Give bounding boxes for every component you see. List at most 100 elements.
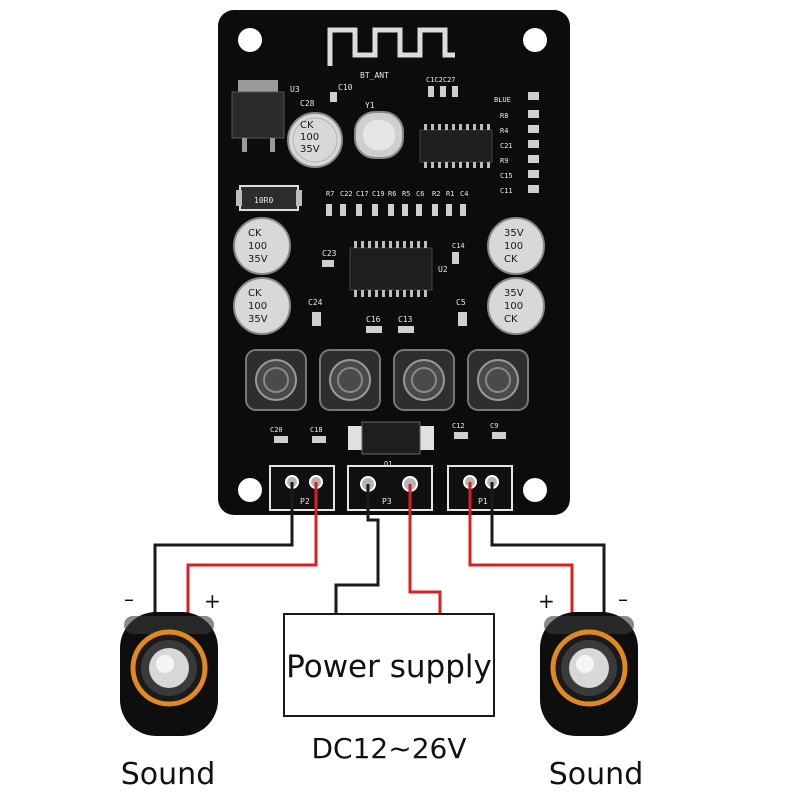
electrolytic-capacitor-left-bottom: CK 100 35V: [233, 277, 291, 335]
c16-label: C16: [366, 315, 381, 324]
speaker-left: [120, 612, 218, 736]
u2-label: U2: [438, 265, 448, 274]
svg-text:CK: CK: [248, 288, 262, 299]
top-smd-caps: [428, 86, 458, 97]
svg-text:C17: C17: [356, 190, 369, 198]
electrolytic-capacitor-right-top: 35V 100 CK: [487, 217, 545, 275]
amplifier-chip-u2: C23 U2 C14: [322, 241, 465, 297]
smd-cap: [458, 312, 467, 326]
svg-text:35V: 35V: [504, 288, 524, 299]
svg-text:35V: 35V: [248, 254, 268, 265]
inductor-1: [245, 349, 307, 411]
svg-text:100: 100: [248, 241, 267, 252]
bluetooth-chip: [419, 124, 493, 168]
smd-cap: [454, 432, 468, 439]
electrolytic-capacitor-small: CK 100 35V: [287, 112, 343, 168]
svg-text:35V: 35V: [248, 314, 268, 325]
left-speaker-label: Sound: [121, 757, 215, 792]
smd-cap: [492, 432, 506, 439]
right-component-column: R8 R4 C21 R9 C15 C11: [500, 92, 539, 195]
right-minus-sign: –: [618, 587, 628, 611]
svg-text:C4: C4: [460, 190, 468, 198]
svg-text:R4: R4: [500, 127, 508, 135]
left-plus-sign: +: [204, 589, 221, 613]
connector-p1: P1: [447, 465, 513, 511]
svg-text:100: 100: [504, 301, 523, 312]
svg-text:35V: 35V: [300, 144, 320, 155]
power-resistor: 10R0: [236, 185, 302, 211]
svg-text:C11: C11: [500, 187, 513, 195]
blue-led-label: BLUE: [494, 96, 511, 104]
svg-text:C19: C19: [372, 190, 385, 198]
wires: [153, 482, 606, 615]
antenna-label: BT_ANT: [360, 71, 389, 80]
svg-text:R6: R6: [388, 190, 396, 198]
svg-text:100: 100: [504, 241, 523, 252]
q1-label: Q1: [384, 460, 392, 468]
connector-p3: P3: [347, 465, 433, 511]
wire-right-positive: [468, 482, 574, 615]
smd-cap: [312, 436, 326, 443]
svg-text:CK: CK: [504, 254, 518, 265]
svg-text:R9: R9: [500, 157, 508, 165]
svg-text:CK: CK: [248, 228, 262, 239]
wire-power-negative: [334, 484, 380, 614]
inductor-4: [467, 349, 529, 411]
c20-label: C20: [270, 426, 283, 434]
bt-antenna: BT_ANT: [327, 27, 455, 80]
c5-label: C5: [456, 298, 466, 307]
mounting-hole-top-right: [523, 28, 547, 52]
svg-text:C6: C6: [416, 190, 424, 198]
c13-label: C13: [398, 315, 413, 324]
svg-text:100: 100: [248, 301, 267, 312]
c12-label: C12: [452, 422, 465, 430]
left-minus-sign: –: [124, 587, 134, 611]
svg-text:C22: C22: [340, 190, 353, 198]
svg-text:100: 100: [300, 132, 319, 143]
svg-text:C15: C15: [500, 172, 513, 180]
smd-cap: [330, 92, 337, 102]
power-supply-label: Power supply: [286, 649, 492, 685]
electrolytic-capacitor-right-bottom: 35V 100 CK: [487, 277, 545, 335]
inductor-2: [319, 349, 381, 411]
svg-text:R7: R7: [326, 190, 334, 198]
crystal-y1: Y1: [354, 101, 404, 159]
svg-text:CK: CK: [504, 314, 518, 325]
c14-label: C14: [452, 242, 465, 250]
mounting-hole-top-left: [238, 28, 262, 52]
c9-label: C9: [490, 422, 498, 430]
p3-label: P3: [382, 497, 392, 506]
right-plus-sign: +: [538, 589, 555, 613]
svg-text:R2: R2: [432, 190, 440, 198]
svg-text:R5: R5: [402, 190, 410, 198]
wire-left-negative: [153, 482, 294, 615]
speaker-right: [540, 612, 638, 736]
svg-text:R8: R8: [500, 112, 508, 120]
amplifier-board: BT_ANT U3 C28 C10 CK 100 35V Y1 C1C2C: [218, 10, 570, 515]
smd-cap: [312, 312, 321, 326]
connector-p2: P2: [269, 465, 335, 511]
middle-smd-row: R7 C22 C17 C19 R6 R5 C6 R2 R1 C4: [326, 190, 468, 216]
voltage-regulator-u3: U3: [231, 80, 300, 152]
svg-text:R1: R1: [446, 190, 454, 198]
c10-label: C10: [338, 83, 353, 92]
c23-label: C23: [322, 249, 337, 258]
wire-power-positive: [408, 484, 442, 614]
electrolytic-capacitor-left-top: CK 100 35V: [233, 217, 291, 275]
mounting-hole-bottom-right: [523, 478, 547, 502]
smd-cap: [274, 436, 288, 443]
p2-label: P2: [300, 497, 310, 506]
right-speaker-label: Sound: [549, 757, 643, 792]
svg-text:C21: C21: [500, 142, 513, 150]
svg-text:CK: CK: [300, 120, 314, 131]
u3-label: U3: [290, 85, 300, 94]
y1-label: Y1: [365, 101, 375, 110]
svg-text:35V: 35V: [504, 228, 524, 239]
c18-label: C18: [310, 426, 323, 434]
resistor-marking: 10R0: [254, 196, 273, 205]
mounting-hole-bottom-left: [238, 478, 262, 502]
smd-cap: [366, 326, 382, 333]
wire-left-positive: [186, 482, 318, 615]
power-supply-box: Power supply: [283, 613, 495, 717]
